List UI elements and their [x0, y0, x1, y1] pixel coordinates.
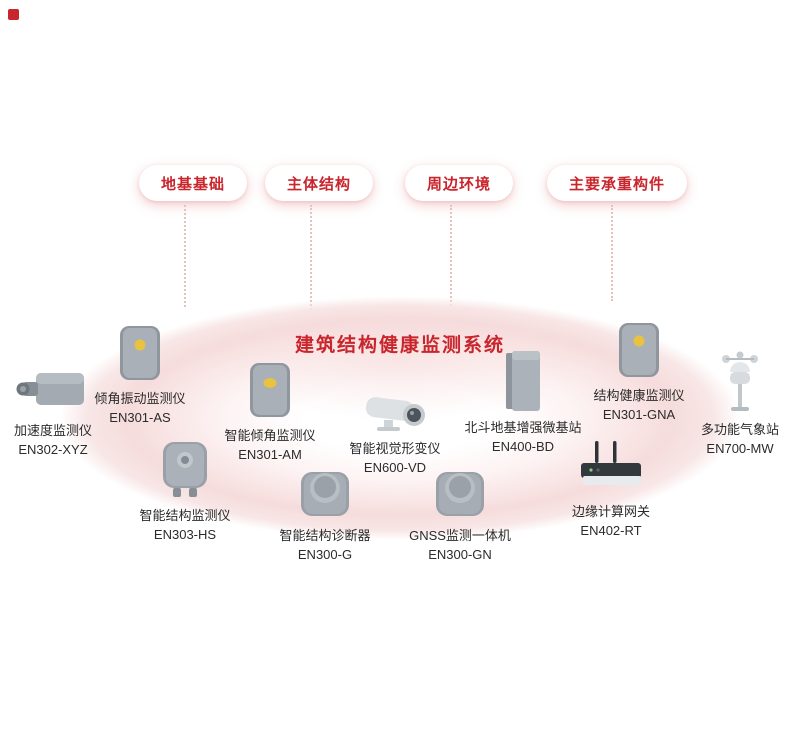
- corner-dot: [8, 9, 19, 20]
- device-name: GNSS监测一体机: [409, 528, 511, 543]
- device-card-beidou-station: 北斗地基增强微基站 EN400-BD: [453, 350, 593, 456]
- device-model: EN303-HS: [153, 527, 217, 542]
- smart-tilt-monitor-icon: [247, 362, 293, 418]
- dotted-connector: [450, 205, 452, 309]
- device-name: 智能倾角监测仪: [224, 428, 316, 443]
- device-name: 结构健康监测仪: [593, 388, 685, 403]
- weather-station-icon: [718, 351, 762, 414]
- device-model: EN300-G: [297, 547, 353, 562]
- device-model: EN400-BD: [491, 439, 555, 454]
- vision-deformation-camera-icon: [362, 392, 428, 434]
- device-name: 加速度监测仪: [13, 423, 92, 438]
- gnss-monitor-icon: [433, 462, 487, 518]
- structure-diagnoser-icon: [298, 462, 352, 518]
- category-badge-surroundings: 周边环境: [405, 165, 514, 201]
- edge-gateway-icon: [575, 438, 647, 496]
- device-model: EN302-XYZ: [18, 442, 88, 457]
- category-badge-load-bearing: 主要承重构件: [547, 165, 688, 201]
- tilt-vibration-monitor-icon: [117, 325, 163, 381]
- device-card-smart-tilt: 智能倾角监测仪 EN301-AM: [215, 362, 325, 464]
- device-card-vision-camera: 智能视觉形变仪 EN600-VD: [335, 392, 455, 477]
- dotted-connector: [184, 205, 186, 307]
- device-model: EN301-AM: [238, 447, 302, 462]
- device-name: 多功能气象站: [700, 422, 779, 437]
- device-card-accelerometer: 加速度监测仪 EN302-XYZ: [0, 355, 108, 459]
- device-name: 智能结构诊断器: [279, 528, 371, 543]
- category-label: 周边环境: [427, 175, 492, 193]
- device-name: 北斗地基增强微基站: [464, 420, 582, 435]
- dotted-connector: [611, 205, 613, 301]
- device-name: 倾角振动监测仪: [94, 391, 186, 406]
- structure-health-monitor-icon: [616, 322, 662, 378]
- device-name: 智能视觉形变仪: [349, 441, 441, 456]
- device-model: EN301-AS: [109, 410, 171, 425]
- device-model: EN300-GN: [428, 547, 492, 562]
- category-label: 地基基础: [161, 175, 226, 193]
- category-label: 主要承重构件: [569, 175, 666, 193]
- device-name: 智能结构监测仪: [139, 508, 231, 523]
- system-title: 建筑结构健康监测系统: [294, 335, 505, 356]
- device-card-edge-gateway: 边缘计算网关 EN402-RT: [551, 438, 671, 540]
- device-card-structure-diagnoser: 智能结构诊断器 EN300-G: [270, 462, 380, 564]
- device-name: 边缘计算网关: [571, 504, 650, 519]
- category-label: 主体结构: [287, 175, 352, 193]
- accelerometer-icon: [14, 355, 92, 413]
- category-badge-foundation: 地基基础: [139, 165, 248, 201]
- dotted-connector: [310, 205, 312, 317]
- device-card-smart-structure-monitor: 智能结构监测仪 EN303-HS: [130, 440, 240, 544]
- device-card-structure-health: 结构健康监测仪 EN301-GNA: [584, 322, 694, 424]
- device-card-weather-station: 多功能气象站 EN700-MW: [685, 351, 795, 458]
- category-badge-main-structure: 主体结构: [265, 165, 374, 201]
- smart-structure-monitor-icon: [159, 440, 211, 498]
- device-model: EN700-MW: [706, 441, 774, 456]
- device-model: EN402-RT: [580, 523, 642, 538]
- device-model: EN301-GNA: [602, 407, 676, 422]
- device-card-tilt-vibration: 倾角振动监测仪 EN301-AS: [85, 325, 195, 427]
- beidou-base-station-icon: [500, 350, 546, 412]
- device-card-gnss-monitor: GNSS监测一体机 EN300-GN: [405, 462, 515, 564]
- device-model: EN600-VD: [363, 460, 427, 475]
